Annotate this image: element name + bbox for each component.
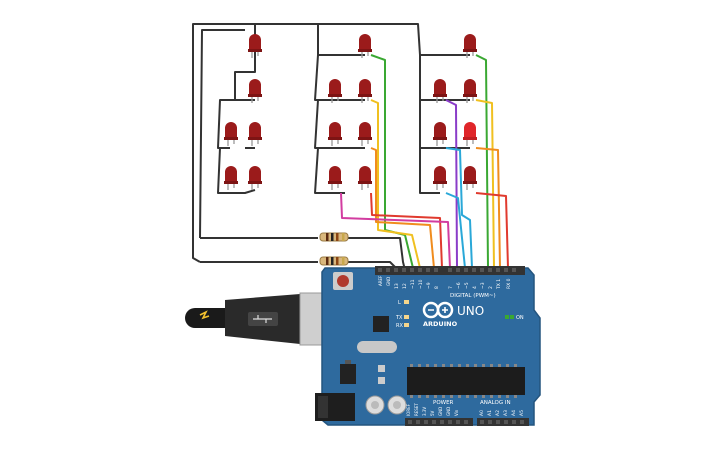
- led-20[interactable]: [463, 166, 477, 190]
- pin-label-9: ~5: [464, 282, 470, 289]
- led-2[interactable]: [248, 79, 262, 103]
- led-16[interactable]: [463, 79, 477, 103]
- aref-label: AREF: [378, 275, 383, 286]
- led-12[interactable]: [328, 166, 342, 190]
- wire-yellow-2: [475, 99, 495, 269]
- wire-cyan-1: [445, 147, 473, 269]
- pin-label-14: RX 0: [506, 278, 512, 289]
- power-pin-label-2: RESET: [414, 403, 419, 416]
- crystal-oscillator: [357, 341, 397, 353]
- on-label: ON: [516, 315, 524, 321]
- analog-pin-label-4: A3: [503, 410, 509, 416]
- led-19[interactable]: [433, 166, 447, 190]
- led-1[interactable]: [248, 34, 262, 58]
- atmega-chip: [407, 367, 525, 395]
- pin-label-12: 2: [488, 286, 494, 289]
- pin-label-1: 13: [394, 283, 400, 289]
- wire-orange-2: [475, 147, 501, 269]
- analog-pin-label-5: A4: [511, 410, 517, 416]
- led-3[interactable]: [224, 122, 238, 146]
- led-17[interactable]: [433, 122, 447, 146]
- led-10[interactable]: [328, 122, 342, 146]
- led-5[interactable]: [224, 166, 238, 190]
- model-text: UNO: [457, 304, 484, 318]
- gnd-label: GND: [386, 277, 391, 286]
- power-label: POWER: [433, 400, 454, 406]
- reset-button[interactable]: [337, 275, 349, 287]
- led-4[interactable]: [248, 122, 262, 146]
- led-9[interactable]: [358, 79, 372, 103]
- wire-purple-1: [445, 99, 458, 269]
- pin-label-7: 7: [448, 286, 454, 289]
- led-7[interactable]: [358, 34, 372, 58]
- brand-text: ARDUINO: [423, 320, 458, 328]
- led-13[interactable]: [358, 166, 372, 190]
- wire-orange-1: [370, 147, 435, 269]
- power-header: [405, 418, 473, 426]
- signal-wires: [340, 54, 509, 269]
- led-14[interactable]: [463, 34, 477, 58]
- led-array: [224, 34, 477, 190]
- rx-label: RX: [396, 323, 403, 329]
- tx-label: TX: [395, 315, 403, 321]
- analog-pin-label-2: A1: [487, 410, 493, 416]
- voltage-regulator: [340, 364, 356, 384]
- pin-label-4: ~10: [418, 279, 424, 289]
- wire-red-1: [370, 192, 443, 269]
- wire-cyan-2: [445, 192, 466, 269]
- resistor-bottom[interactable]: [319, 256, 349, 266]
- power-pin-label-3: 3.3V: [422, 407, 427, 416]
- usb-cable[interactable]: [185, 292, 331, 346]
- analog-pin-label-6: A5: [519, 410, 525, 416]
- led-15[interactable]: [433, 79, 447, 103]
- power-pin-label-6: GND: [446, 407, 451, 416]
- analog-pin-label-1: A0: [479, 410, 485, 416]
- l-led-label: L: [398, 300, 401, 306]
- pin-label-6: 8: [434, 286, 440, 289]
- pin-label-5: ~9: [426, 282, 432, 289]
- led-8[interactable]: [328, 79, 342, 103]
- pin-label-10: 4: [472, 286, 478, 289]
- pin-label-11: ~3: [480, 282, 486, 289]
- analog-header: [477, 418, 529, 426]
- arduino-logo-icon: [422, 301, 454, 319]
- pin-label-8: ~6: [456, 282, 462, 289]
- digital-pwm-label: DIGITAL (PWM~): [450, 293, 496, 299]
- led-11[interactable]: [358, 122, 372, 146]
- analog-in-label: ANALOG IN: [480, 400, 511, 406]
- wire-magenta-1: [340, 192, 451, 269]
- power-pin-label-5: GND: [438, 407, 443, 416]
- lightning-icon: [199, 310, 210, 320]
- power-pin-label-4: 5V: [430, 410, 435, 416]
- analog-pin-label-3: A2: [495, 410, 501, 416]
- pin-label-3: ~11: [410, 279, 416, 289]
- pin-label-13: TX 1: [496, 279, 502, 290]
- wire-green-2: [475, 54, 489, 269]
- small-chip: [373, 316, 389, 332]
- wire-red-2: [475, 192, 509, 269]
- led-18[interactable]: [463, 122, 477, 146]
- wire-yellow-1: [370, 99, 421, 269]
- power-pin-label-7: Vin: [454, 409, 459, 416]
- led-6[interactable]: [248, 166, 262, 190]
- resistor-top[interactable]: [319, 232, 349, 242]
- pin-label-2: 12: [402, 283, 408, 289]
- power-pin-label-1: IOREF: [406, 403, 411, 416]
- wire-green-1: [370, 54, 414, 269]
